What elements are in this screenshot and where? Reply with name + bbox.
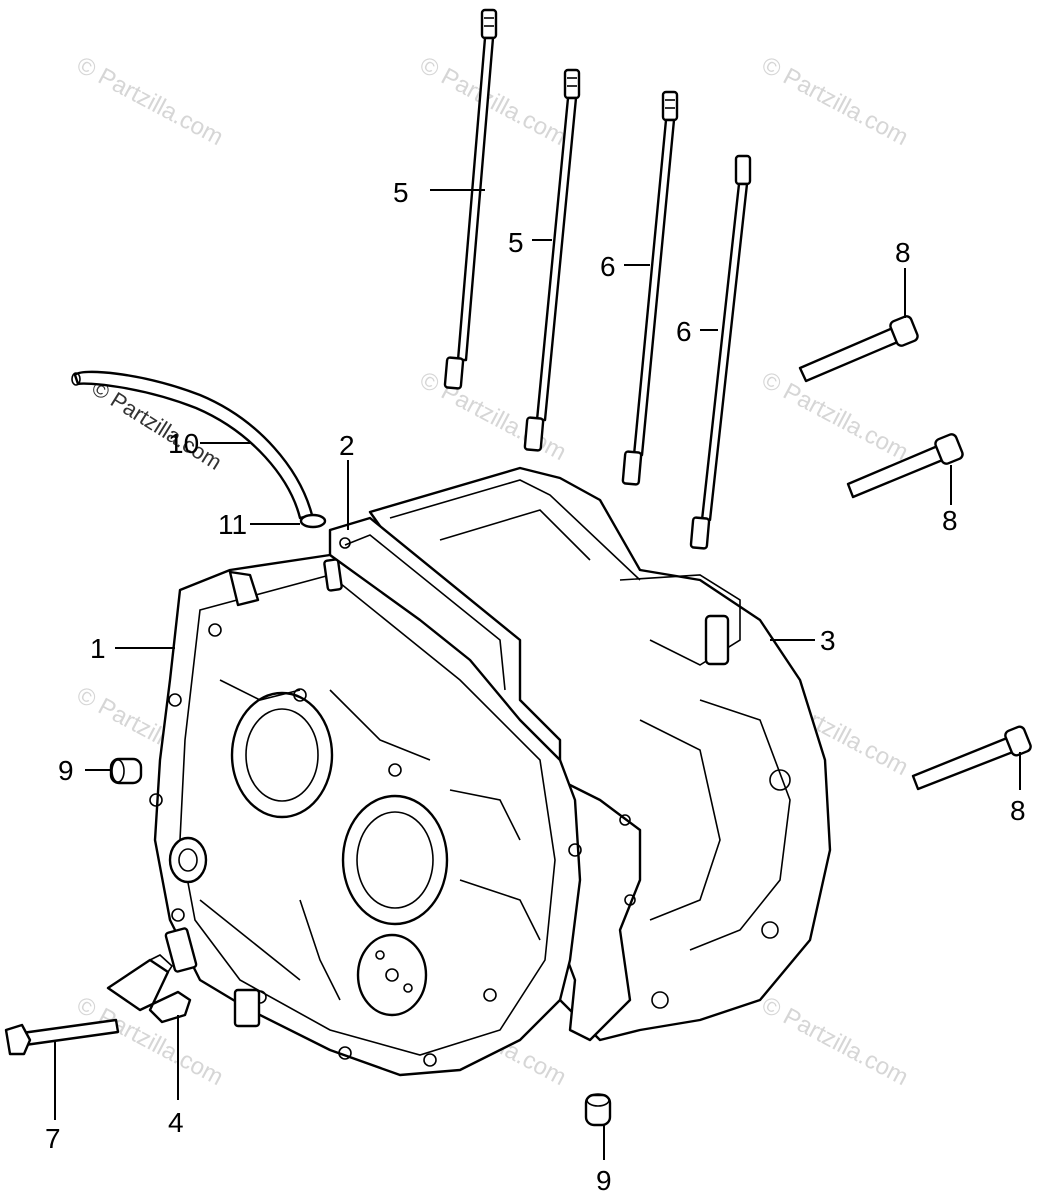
leader-lines [54,189,1021,1160]
bolt [4,1018,120,1056]
stud-bolt [523,68,581,452]
callouts: 1 2 3 4 5 5 6 6 7 8 8 8 9 9 10 11 [45,177,1026,1196]
callout-9: 9 [596,1165,612,1196]
callout-8: 8 [895,237,911,268]
callout-6: 6 [600,251,616,282]
callout-6: 6 [676,316,692,347]
cable-clamp [106,954,192,1024]
stud-bolt [621,90,679,486]
crankcase [149,466,832,1077]
dowel-pin [109,757,143,785]
callout-8: 8 [1010,795,1026,826]
callout-11: 11 [218,509,247,540]
callout-8: 8 [942,505,958,536]
callout-5: 5 [393,177,409,208]
watermark: © Partzilla.com [415,51,570,151]
bolt [798,315,919,383]
watermark: © Partzilla.com [757,991,912,1091]
callout-3: 3 [820,625,836,656]
stud-bolt [689,154,752,550]
callout-4: 4 [168,1107,184,1138]
bolt [911,725,1032,791]
callout-5: 5 [508,227,524,258]
callout-7: 7 [45,1123,61,1154]
callout-2: 2 [339,430,355,461]
callout-1: 1 [90,633,106,664]
dowel-pin [584,1093,612,1127]
callout-9: 9 [58,755,74,786]
callout-10: 10 [168,428,199,459]
tube-clip [299,513,327,529]
watermark: © Partzilla.com [72,51,227,151]
stud-bolt [443,8,498,390]
watermark: © Partzilla.com [757,51,912,151]
watermark: © Partzilla.com [757,366,912,466]
bolt [846,433,964,499]
